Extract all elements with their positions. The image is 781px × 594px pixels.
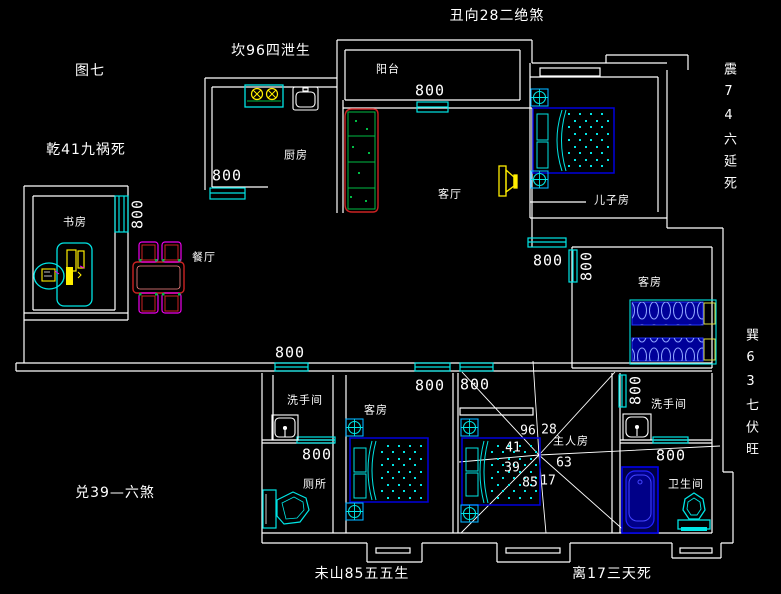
compass-number-63: 63 (556, 455, 572, 471)
bed-master-icon (461, 437, 541, 506)
annotation-left: 乾41九祸死 (46, 142, 126, 158)
chair-icon (138, 292, 159, 314)
dimension-balcony: 800 (414, 81, 446, 100)
room-label-bathroom: 卫生间 (668, 477, 704, 491)
room-label-balcony: 阳台 (376, 62, 400, 76)
toilet-right-icon (677, 492, 711, 531)
ceiling-light-icon (460, 504, 479, 523)
desk-icon (56, 242, 93, 307)
sink-right-icon (622, 413, 652, 441)
chair-icon (161, 292, 182, 314)
toilet-left-icon (262, 489, 310, 529)
room-label-living: 客厅 (438, 187, 462, 201)
dimension-master: 800 (459, 375, 491, 394)
wardrobe-master (459, 407, 534, 416)
window-corridor-3 (459, 362, 494, 372)
sink-left-icon (271, 414, 299, 441)
compass-number-96: 96 (520, 423, 536, 439)
dimension-corridor: 800 (274, 343, 306, 362)
room-label-washroom-right: 洗手间 (651, 397, 687, 411)
room-label-son: 儿子房 (594, 193, 630, 207)
compass-number-28: 28 (541, 422, 557, 438)
annotation-right-lower: 巽63七伏旺 (743, 328, 758, 464)
windows (114, 101, 689, 444)
beds-guest-right-icon (629, 299, 717, 365)
compass-number-41: 41 (505, 440, 521, 456)
sofa-icon (344, 108, 379, 213)
compass-number-39: 39 (504, 460, 520, 476)
room-label-dining: 餐厅 (192, 250, 216, 264)
chair-icon (161, 241, 182, 263)
dining-set-icon (132, 241, 185, 314)
dimension-hall-v: 800 (577, 250, 596, 282)
ceiling-light-icon (345, 502, 364, 521)
annotation-bottom-center: 未山85五五生 (314, 566, 410, 582)
annotation-bottom-left: 兑39—六煞 (75, 485, 155, 501)
window-washroom-right (618, 374, 627, 408)
bathtub-icon (621, 466, 659, 534)
dimension-toilet: 800 (301, 445, 333, 464)
window-hall-v (568, 249, 578, 283)
room-label-kitchen: 厨房 (284, 148, 308, 162)
window-corridor-1 (274, 362, 309, 372)
stove-icon (244, 84, 284, 108)
ceiling-light-icon (530, 170, 549, 189)
room-label-master: 主人房 (553, 434, 589, 448)
window-washroom-left (296, 436, 336, 444)
compass-number-17: 17 (540, 473, 556, 489)
room-label-washroom-left: 洗手间 (287, 393, 323, 407)
annotation-bottom-right: 离17三天死 (572, 566, 652, 582)
window-hall-h (527, 237, 567, 248)
annotation-top: 丑向28二绝煞 (449, 8, 545, 24)
window-son-top (539, 67, 601, 77)
room-label-study: 书房 (63, 215, 87, 229)
bed-guest-bottom-icon (349, 437, 429, 503)
bed-son-icon (532, 107, 615, 174)
window-study (114, 195, 129, 233)
room-label-guest-bottom: 客房 (364, 403, 388, 417)
dimension-hall-h: 800 (532, 251, 564, 270)
annotation-top-left: 坎96四泄生 (231, 43, 311, 59)
window-bathroom (652, 436, 689, 444)
tv-icon (498, 165, 518, 197)
window-corridor-2 (414, 362, 451, 372)
dimension-guest-bottom: 800 (414, 376, 446, 395)
dimension-study: 800 (128, 198, 147, 230)
compass-number-85: 85 (522, 475, 538, 491)
ceiling-light-icon (530, 88, 549, 107)
room-label-guest-right: 客房 (638, 275, 662, 289)
chair-icon (138, 241, 159, 263)
window-kitchen (209, 187, 246, 200)
dimension-washroom-right: 800 (626, 374, 645, 406)
dimension-bathroom: 800 (655, 446, 687, 465)
dimension-kitchen: 800 (211, 166, 243, 185)
window-balcony (416, 101, 449, 113)
room-label-toilet: 厕所 (303, 477, 327, 491)
kitchen-sink-icon (292, 86, 319, 111)
annotation-right-upper: 震74六延死 (721, 62, 736, 198)
ceiling-light-icon (460, 418, 479, 437)
ceiling-light-icons (345, 88, 549, 523)
figure-label: 图七 (75, 63, 105, 79)
ceiling-light-icon (345, 418, 364, 437)
office-chair-icon (33, 262, 65, 290)
